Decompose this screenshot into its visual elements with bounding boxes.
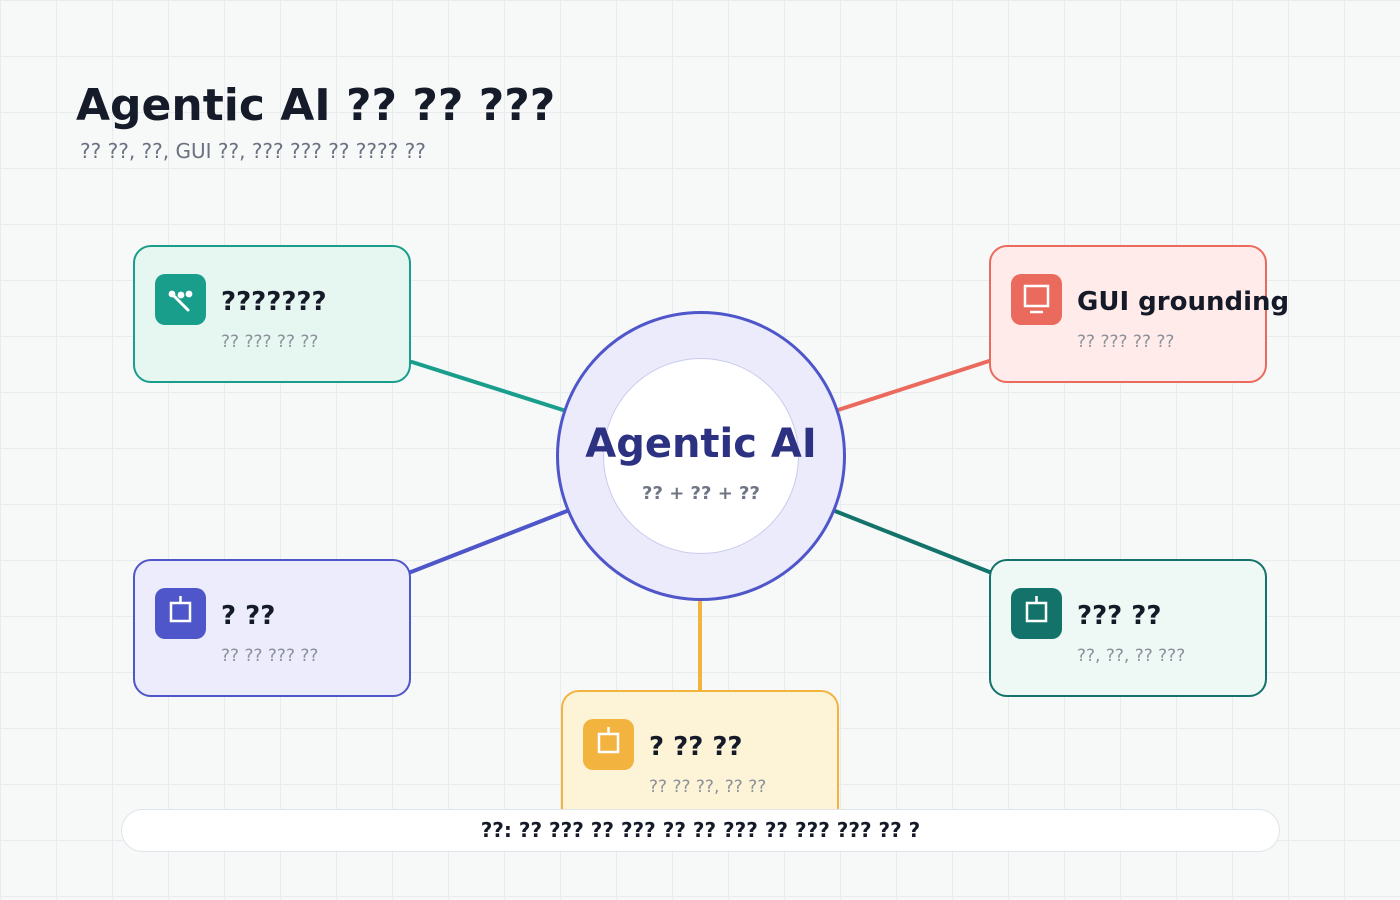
node-mid-left: ? ?? ?? ?? ??? ??: [133, 559, 411, 697]
node-top-left-desc: ?? ??? ?? ??: [221, 332, 319, 352]
connector-mid-right: [833, 509, 994, 575]
page-subtitle: ?? ??, ??, GUI ??, ??? ??? ?? ???? ??: [80, 139, 426, 163]
node-bottom: ? ?? ?? ?? ?? ??, ?? ??: [561, 690, 839, 828]
node-top-left: ??????? ?? ??? ?? ??: [133, 245, 411, 383]
connector-mid-left: [409, 509, 569, 574]
node-bottom-desc: ?? ?? ??, ?? ??: [649, 777, 767, 797]
hub-subtitle: ?? + ?? + ??: [642, 483, 760, 504]
node-bottom-title: ? ?? ??: [649, 732, 743, 762]
node-top-left-title: ???????: [221, 287, 327, 317]
footer-banner: ??: ?? ??? ?? ??? ?? ?? ??? ?? ??? ??? ?…: [121, 809, 1280, 852]
node-mid-right-title: ??? ??: [1077, 601, 1162, 631]
node-top-right-title: GUI grounding: [1077, 287, 1290, 317]
evaluation-icon: [1011, 588, 1062, 639]
node-top-right: GUI grounding ?? ??? ?? ??: [989, 245, 1289, 383]
tools-icon: [155, 274, 206, 325]
page-title: Agentic AI ?? ?? ???: [76, 80, 556, 131]
hub-circle: Agentic AI ?? + ?? + ??: [556, 311, 846, 601]
node-mid-left-desc: ?? ?? ??? ??: [221, 646, 319, 666]
hub-title: Agentic AI: [585, 421, 817, 467]
connector-top-left: [410, 360, 565, 412]
node-mid-left-title: ? ??: [221, 601, 276, 631]
hub-inner-circle: [603, 358, 799, 554]
data-icon: [583, 719, 634, 770]
monitor-icon: [1011, 274, 1062, 325]
connector-top-right: [836, 359, 991, 412]
web-icon: [155, 588, 206, 639]
node-mid-right: ??? ?? ??, ??, ?? ???: [989, 559, 1267, 697]
node-top-right-desc: ?? ??? ?? ??: [1077, 332, 1175, 352]
node-mid-right-desc: ??, ??, ?? ???: [1077, 646, 1186, 666]
